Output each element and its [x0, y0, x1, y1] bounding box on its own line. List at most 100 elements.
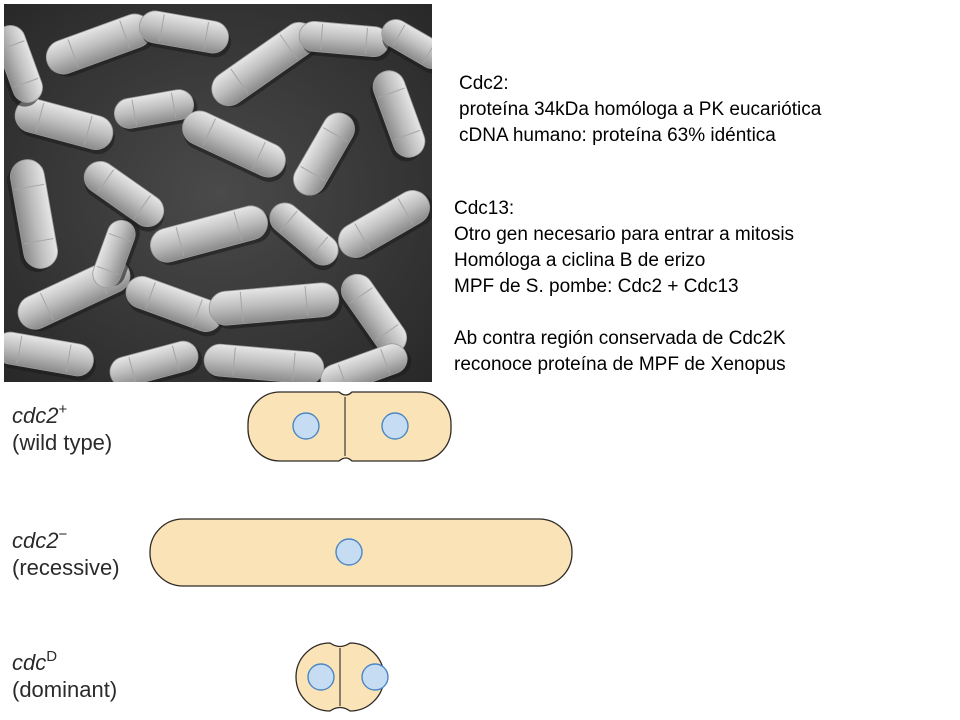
- genotype-dominant: cdcD (dominant): [12, 649, 117, 703]
- cell-body: [149, 518, 573, 587]
- yeast-cell: [125, 275, 224, 337]
- yeast-cell: [4, 25, 43, 107]
- cdc13-line-5: reconoce proteína de MPF de Xenopus: [454, 354, 786, 375]
- yeast-cell-scar: [279, 34, 298, 60]
- yeast-cell-scar: [97, 169, 115, 193]
- yeast-cell-scar: [4, 40, 25, 51]
- yeast-cell-scar: [252, 141, 266, 170]
- yeast-cell-scar: [230, 68, 249, 94]
- yeast-cell-scar: [16, 335, 23, 364]
- gene-superscript: D: [46, 648, 58, 665]
- yeast-cell-scar: [96, 265, 120, 276]
- gene-name: cdc: [12, 650, 47, 675]
- cdc2-title: Cdc2:: [459, 73, 509, 94]
- yeast-cell-body: [14, 98, 114, 150]
- wild-type-cell: [247, 391, 452, 462]
- yeast-cell-body: [4, 25, 43, 103]
- yeast-cell: [92, 218, 140, 289]
- yeast-cell-scar: [131, 99, 138, 126]
- yeast-cell-scar: [304, 286, 309, 317]
- yeast-cell-scar: [337, 364, 348, 382]
- gene-superscript: −: [58, 526, 68, 543]
- yeast-cell-scar: [133, 195, 151, 219]
- yeast-cell-scar: [35, 102, 45, 133]
- yeast-cell-scar: [13, 77, 39, 88]
- yeast-cell-body: [113, 89, 195, 129]
- yeast-cell: [293, 112, 360, 196]
- yeast-cell-scar: [119, 20, 131, 49]
- yeast-cell-scar: [108, 232, 132, 243]
- yeast-cell-scar: [397, 198, 414, 225]
- yeast-cell-scar: [170, 92, 177, 119]
- genotype-dominant-label: (dominant): [12, 677, 118, 702]
- yeast-cell-scar: [232, 347, 236, 376]
- yeast-cell-scar: [192, 299, 203, 326]
- cdc13-description: Cdc13: Otro gen necesario para entrar a …: [454, 196, 794, 378]
- nucleus: [381, 412, 409, 440]
- cdc2-description: Cdc2: proteína 34kDa homóloga a PK eucar…: [459, 71, 821, 149]
- yeast-cell-scar: [128, 357, 137, 382]
- genotype-dominant-symbol: cdcD: [12, 649, 117, 676]
- yeast-cell-scar: [422, 42, 432, 64]
- yeast-cell-scar: [67, 39, 79, 68]
- yeast-cell-body: [203, 343, 325, 382]
- yeast-cell-body: [150, 205, 268, 263]
- yeast-cell: [6, 159, 58, 273]
- yeast-cell-body: [109, 340, 199, 382]
- yeast-cell-scar: [145, 282, 156, 309]
- yeast-cell: [338, 190, 432, 260]
- cdc13-line-4: Ab contra región conservada de Cdc2K: [454, 328, 786, 349]
- genotype-recessive-symbol: cdc2−: [12, 527, 120, 554]
- cdc13-line-1: Otro gen necesario para entrar a mitosis: [454, 224, 795, 245]
- recessive-cell: [149, 518, 573, 587]
- yeast-cell-scar: [393, 129, 421, 141]
- cdc13-line-3: MPF de S. pombe: Cdc2 + Cdc13: [454, 276, 739, 297]
- yeast-cell-body: [320, 343, 408, 382]
- yeast-cell-scar: [310, 236, 329, 258]
- gene-superscript: +: [58, 401, 68, 418]
- yeast-cell: [139, 10, 231, 58]
- yeast-cell-body: [182, 110, 286, 178]
- yeast-cell-body: [269, 202, 339, 266]
- yeast-cell-scar: [292, 352, 296, 381]
- yeast-cell-scar: [319, 24, 324, 51]
- yeast-cell-scar: [203, 22, 210, 50]
- yeast-cell: [269, 202, 339, 271]
- spacer: [454, 300, 794, 326]
- yeast-cell-body: [381, 19, 432, 69]
- genotype-recessive: cdc2− (recessive): [12, 527, 120, 581]
- genotype-wild-type: cdc2+ (wild type): [12, 402, 112, 456]
- nucleus: [335, 538, 363, 566]
- yeast-cell: [4, 331, 96, 381]
- yeast-cell-scar: [300, 166, 326, 181]
- cdc13-title: Cdc13:: [454, 198, 515, 219]
- yeast-cell-scar: [279, 210, 298, 232]
- yeast-cell-body: [92, 219, 136, 289]
- genotype-wild-type-symbol: cdc2+: [12, 402, 112, 429]
- yeast-cell: [150, 205, 272, 266]
- yeast-cell-scar: [175, 227, 185, 257]
- yeast-cell: [109, 340, 202, 382]
- yeast-cell-scar: [322, 127, 348, 142]
- yeast-cell: [320, 343, 412, 382]
- yeast-cell-scar: [377, 87, 405, 99]
- yeast-cell-body: [83, 160, 165, 228]
- yeast-cell: [203, 343, 327, 382]
- yeast-cell-scar: [23, 237, 54, 245]
- cdc13-line-2: Homóloga a ciclina B de erizo: [454, 250, 706, 271]
- yeast-cell-scar: [375, 323, 399, 341]
- cdc2-line-2: cDNA humano: proteína 63% idéntica: [459, 125, 776, 146]
- cell-body: [247, 391, 452, 462]
- yeast-cell: [370, 70, 426, 162]
- nucleus: [292, 412, 320, 440]
- yeast-cell-scar: [364, 27, 369, 54]
- yeast-cell-scar: [380, 348, 391, 374]
- dominant-cell: [295, 642, 389, 712]
- yeast-cell-scar: [14, 183, 45, 191]
- yeast-cell-scar: [233, 211, 243, 241]
- cell-body: [295, 642, 385, 712]
- yeast-cell: [182, 110, 287, 182]
- yeast-micrograph-image: [4, 4, 432, 382]
- gene-name: cdc2: [12, 403, 59, 428]
- yeast-cell-scar: [392, 24, 406, 46]
